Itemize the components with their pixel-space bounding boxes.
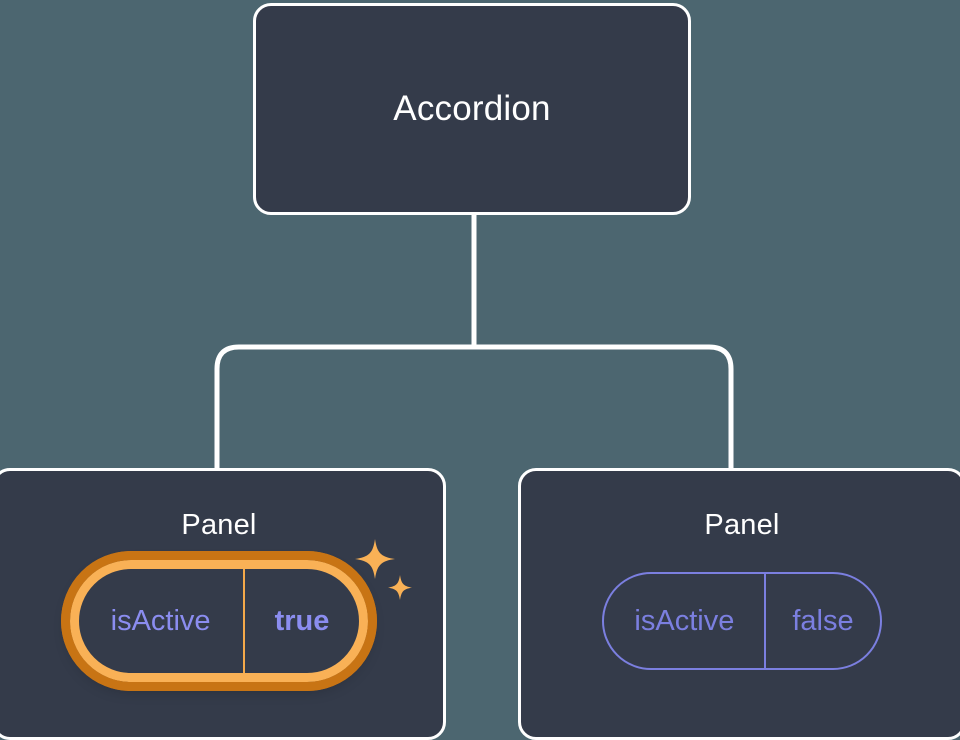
- prop-badge-isactive-true[interactable]: isActive true: [60, 551, 378, 691]
- node-title: Accordion: [393, 89, 551, 128]
- prop-value-label: true: [274, 604, 330, 637]
- prop-name-label: isActive: [634, 604, 735, 637]
- connector-bracket: [214, 344, 734, 470]
- node-title: Panel: [704, 509, 780, 541]
- prop-name-cell: isActive: [79, 569, 243, 673]
- prop-name-cell: isActive: [604, 574, 764, 668]
- node-panel-active[interactable]: Panel isActive true: [0, 468, 446, 740]
- prop-value-cell: true: [242, 569, 360, 673]
- prop-badge-isactive-false[interactable]: isActive false: [602, 572, 882, 670]
- node-panel-inactive[interactable]: Panel isActive false: [518, 468, 960, 740]
- node-accordion[interactable]: Accordion: [253, 3, 691, 215]
- node-title: Panel: [181, 509, 257, 541]
- prop-name-label: isActive: [110, 604, 211, 637]
- prop-value-label: false: [792, 604, 854, 637]
- prop-value-cell: false: [764, 574, 879, 668]
